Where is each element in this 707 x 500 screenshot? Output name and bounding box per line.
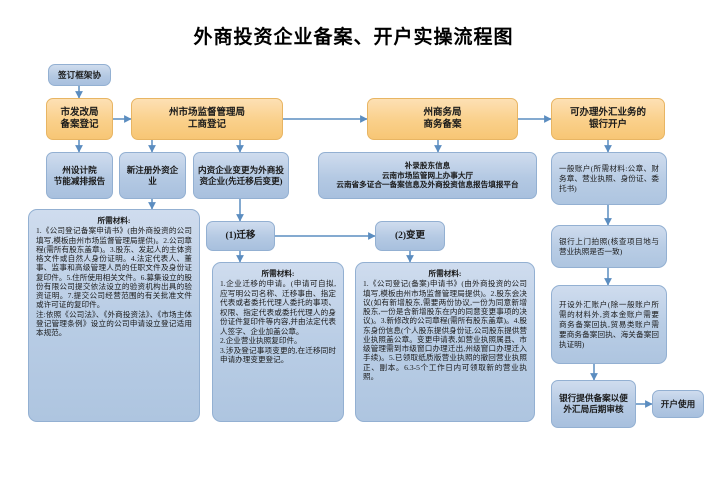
open-forex-account-text: 开设外汇账户(除一般账户所需的材料外,资本金账户需要商务备案回执,贸易类账户需要…	[559, 300, 659, 349]
node-account-in-use[interactable]: 开户使用	[652, 390, 704, 418]
node-general-account[interactable]: 一般账户(所需材料:公章、财务章、营业执照、身份证、委托书)	[551, 152, 667, 205]
change-materials-body: 1.《公司登记(备案)申请书》(由外商投资的公司填写,模板由州市场监督管理局提供…	[363, 279, 527, 381]
change-materials-title: 所需材料:	[428, 269, 462, 278]
node-city-ndrc[interactable]: 市发改局 备案登记	[46, 98, 113, 140]
node-new-foreign-enterprise[interactable]: 新注册外资企 业	[119, 152, 186, 199]
node-open-forex-account[interactable]: 开设外汇账户(除一般账户所需的材料外,资本金账户需要商务备案回执,贸易类账户需要…	[551, 285, 667, 364]
textbox-registration-materials[interactable]: 所需材料: 1.《公司登记备案申请书》(由外商投资的公司填写,模板由州市场监督管…	[28, 209, 200, 422]
bank-onsite-photo-text: 银行上门拍照(核查项目地与营业执照是否一致)	[559, 237, 659, 256]
node-bank-provide-record[interactable]: 银行提供备案以便外汇局后期审核	[551, 380, 636, 428]
node-market-supervision-bureau[interactable]: 州市场监督管理局 工商登记	[131, 98, 283, 140]
node-domestic-to-foreign-change[interactable]: 内资企业变更为外商投 资企业(先迁移后变更)	[193, 152, 289, 199]
registration-materials-title: 所需材料:	[97, 216, 131, 225]
node-bank-forex-account-opening[interactable]: 可办理外汇业务的 银行开户	[551, 98, 665, 140]
node-sign-framework[interactable]: 签订框架协	[48, 64, 111, 86]
node-bank-onsite-photo[interactable]: 银行上门拍照(核查项目地与营业执照是否一致)	[551, 225, 667, 268]
node-step-change[interactable]: (2)变更	[375, 221, 445, 251]
registration-materials-body: 1.《公司登记备案申请书》(由外商投资的公司填写,模板由州市场监督管理局提供)。…	[36, 226, 192, 337]
node-design-institute[interactable]: 州设计院 节能减排报告	[46, 152, 113, 199]
textbox-move-materials[interactable]: 所需材料: 1.企业迁移的申请。(申请可自拟,应写明公司名称、迁移事由、指定代表…	[212, 262, 344, 422]
node-step-move[interactable]: (1)迁移	[206, 221, 275, 251]
textbox-change-materials[interactable]: 所需材料: 1.《公司登记(备案)申请书》(由外商投资的公司填写,模板由州市场监…	[355, 262, 535, 422]
move-materials-body: 1.企业迁移的申请。(申请可自拟,应写明公司名称、迁移事由、指定代表或者委托代理…	[220, 279, 336, 365]
page-title: 外商投资企业备案、开户实操流程图	[193, 27, 514, 48]
node-commerce-bureau[interactable]: 州商务局 商务备案	[367, 98, 518, 140]
move-materials-title: 所需材料:	[261, 269, 295, 278]
node-shareholder-supplement[interactable]: 补录股东信息 云南市场监管网上办事大厅 云南省多证合一备案信息及外商投资信息报告…	[318, 152, 537, 199]
general-account-text: 一般账户(所需材料:公章、财务章、营业执照、身份证、委托书)	[559, 164, 659, 193]
